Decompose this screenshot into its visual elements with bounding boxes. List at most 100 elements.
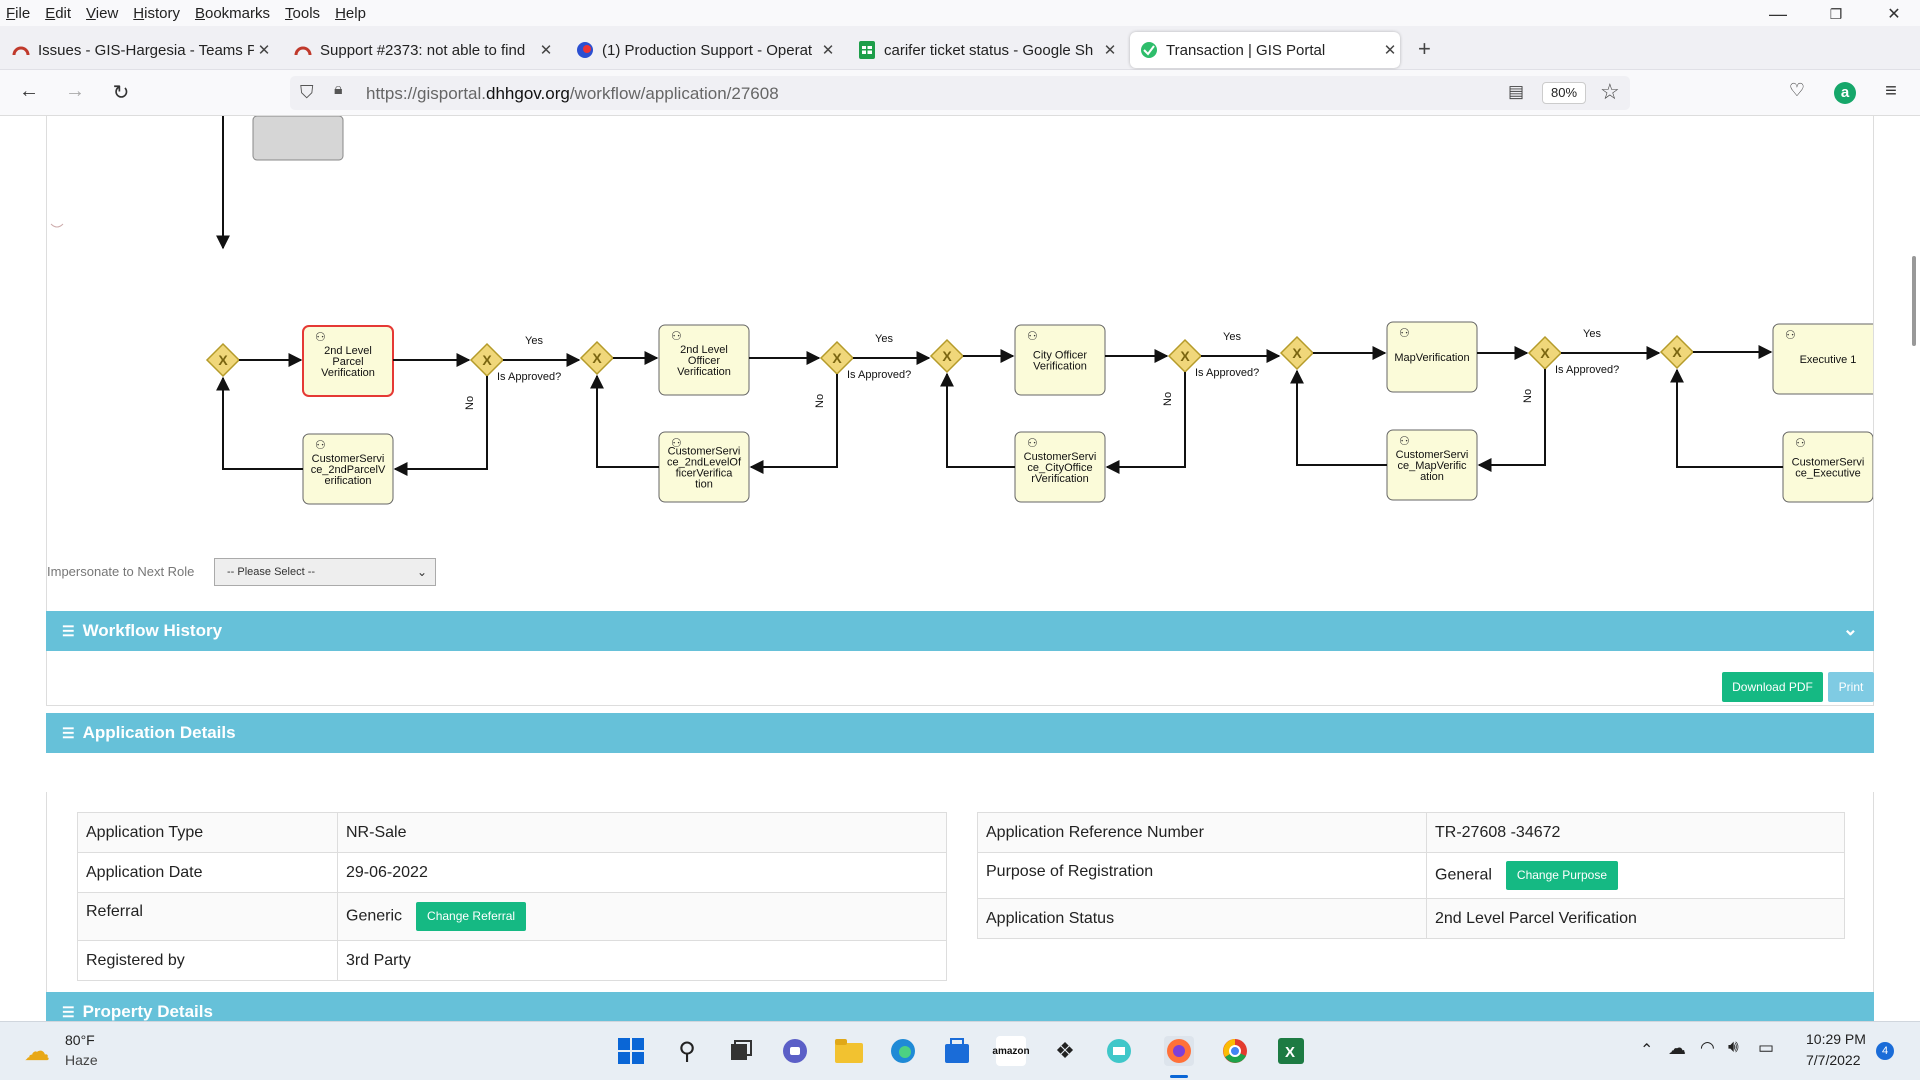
weather-desc[interactable]: Haze xyxy=(65,1052,98,1068)
menu-file[interactable]: File xyxy=(6,4,31,22)
new-tab-button[interactable]: + xyxy=(1418,36,1431,61)
field-value: NR-Sale xyxy=(337,812,947,853)
chevron-down-icon[interactable]: ⌄ xyxy=(1842,619,1858,639)
url-text[interactable]: https://gisportal.dhhgov.org/workflow/ap… xyxy=(366,84,779,103)
dropbox-icon[interactable]: ❖ xyxy=(1055,1038,1075,1063)
firefox-icon[interactable] xyxy=(1164,1036,1194,1066)
user-task-box xyxy=(658,324,750,396)
application-details-header[interactable]: ☰ Application Details xyxy=(46,713,1874,753)
tab-close-icon[interactable]: ✕ xyxy=(1103,42,1117,59)
reader-view-icon[interactable]: ▤ xyxy=(1508,82,1525,101)
bookmark-star-icon[interactable]: ☆ xyxy=(1600,79,1620,104)
active-app-indicator xyxy=(1170,1075,1188,1078)
onedrive-icon[interactable]: ☁ xyxy=(1668,1038,1686,1058)
back-icon[interactable]: ← xyxy=(19,80,39,102)
weather-icon[interactable]: ☁ xyxy=(24,1036,50,1066)
mail-icon[interactable] xyxy=(1104,1036,1134,1066)
task-label: ce_Executive xyxy=(1795,468,1860,480)
user-task-icon: ⚇ xyxy=(1027,436,1038,450)
hamburger-menu-icon[interactable]: ≡ xyxy=(1885,80,1897,102)
tray-chevron-icon[interactable]: ⌃ xyxy=(1640,1042,1654,1059)
menu-view[interactable]: View xyxy=(86,4,119,22)
menu-bookmarks[interactable]: Bookmarks xyxy=(194,4,271,22)
menu-history[interactable]: History xyxy=(133,4,180,22)
yes-label: Yes xyxy=(525,335,543,347)
clock-date[interactable]: 7/7/2022 xyxy=(1806,1052,1861,1068)
teams-chat-icon[interactable] xyxy=(780,1036,810,1066)
no-label: No xyxy=(464,396,476,410)
tab-strip: Issues - GIS-Hargesia - Teams P ✕ Suppor… xyxy=(0,26,1920,70)
gateway-diamond xyxy=(1659,334,1695,370)
edge-icon[interactable] xyxy=(888,1036,918,1066)
field-label: Referral xyxy=(77,892,338,941)
page-scrollbar[interactable] xyxy=(1912,256,1916,346)
tab-close-icon[interactable]: ✕ xyxy=(257,42,271,59)
task-label: CustomerServi xyxy=(1396,449,1469,461)
tab-close-icon[interactable]: ✕ xyxy=(821,42,835,59)
task-label: erification xyxy=(324,475,371,487)
tab-issues[interactable]: Issues - GIS-Hargesia - Teams P ✕ xyxy=(2,32,274,68)
download-pdf-button[interactable]: Download PDF xyxy=(1722,672,1823,702)
restore-button[interactable]: ❐ xyxy=(1829,6,1843,22)
store-icon[interactable] xyxy=(942,1036,972,1066)
property-details-header[interactable]: ☰ Property Details xyxy=(46,992,1874,1021)
account-icon[interactable]: a xyxy=(1834,82,1856,104)
menu-help[interactable]: Help xyxy=(335,4,366,22)
file-explorer-icon[interactable] xyxy=(834,1036,864,1066)
tab-production-support[interactable]: (1) Production Support - Operat ✕ xyxy=(566,32,838,68)
change-referral-button[interactable]: Change Referral xyxy=(416,902,527,931)
shield-icon[interactable]: ⛉ xyxy=(300,82,314,102)
reload-icon[interactable]: ↻ xyxy=(112,82,130,104)
workflow-flow: X⚇2nd LevelParcelVerification⚇CustomerSe… xyxy=(205,321,1873,505)
url-bar[interactable]: ⛉ 🔒︎ https://gisportal.dhhgov.org/workfl… xyxy=(290,76,1630,110)
zoom-level[interactable]: 80% xyxy=(1542,82,1586,104)
sequence-flow xyxy=(1290,369,1387,466)
workflow-history-header[interactable]: ☰ Workflow History ⌄ xyxy=(46,611,1874,651)
menu-edit[interactable]: Edit xyxy=(45,4,72,22)
battery-icon[interactable]: ▭ xyxy=(1758,1038,1775,1057)
sheets-icon xyxy=(858,41,876,59)
tab-support[interactable]: Support #2373: not able to find ✕ xyxy=(284,32,556,68)
tab-gis-portal[interactable]: Transaction | GIS Portal ✕ xyxy=(1130,32,1400,68)
change-purpose-button[interactable]: Change Purpose xyxy=(1505,861,1618,890)
menu-tools[interactable]: Tools xyxy=(285,4,321,22)
field-value-cell: General Change Purpose xyxy=(1426,852,1845,899)
list-icon: ☰ xyxy=(62,724,75,741)
forward-icon[interactable]: → xyxy=(65,80,85,102)
clock-time[interactable]: 10:29 PM xyxy=(1806,1031,1866,1047)
chrome-icon[interactable] xyxy=(1220,1036,1250,1066)
excel-icon[interactable]: X xyxy=(1276,1036,1306,1066)
tab-google-sheet[interactable]: carifer ticket status - Google Sh ✕ xyxy=(848,32,1120,68)
close-window-button[interactable]: ✕ xyxy=(1887,6,1901,23)
gateway-mark: X xyxy=(218,352,228,368)
question-label: Is Approved? xyxy=(1555,364,1619,376)
print-button[interactable]: Print xyxy=(1828,672,1874,702)
task-label: Verification xyxy=(677,366,731,378)
next-role-select[interactable]: -- Please Select -- ⌄ xyxy=(214,558,436,586)
wifi-icon[interactable]: ◠ xyxy=(1700,1038,1715,1057)
tab-close-icon[interactable]: ✕ xyxy=(1383,42,1397,59)
sequence-flow xyxy=(1670,368,1783,468)
volume-icon[interactable]: 🔊︎ xyxy=(1728,1037,1739,1056)
task-label: Verification xyxy=(321,367,375,379)
lock-icon[interactable]: 🔒︎ xyxy=(334,81,343,98)
tab-close-icon[interactable]: ✕ xyxy=(539,42,553,59)
task-view-icon[interactable] xyxy=(726,1036,756,1066)
pocket-icon[interactable]: ♡ xyxy=(1788,80,1806,100)
list-icon: ☰ xyxy=(62,1003,75,1020)
search-icon[interactable]: ⚲ xyxy=(678,1037,696,1065)
minimize-button[interactable]: — xyxy=(1769,4,1787,24)
weather-temp[interactable]: 80°F xyxy=(65,1032,95,1048)
windows-start-icon[interactable] xyxy=(616,1036,646,1066)
notification-badge[interactable]: 4 xyxy=(1876,1042,1894,1060)
user-task-icon: ⚇ xyxy=(315,438,326,452)
field-value: General xyxy=(1435,866,1492,884)
amazon-icon[interactable]: amazon xyxy=(992,1036,1030,1066)
